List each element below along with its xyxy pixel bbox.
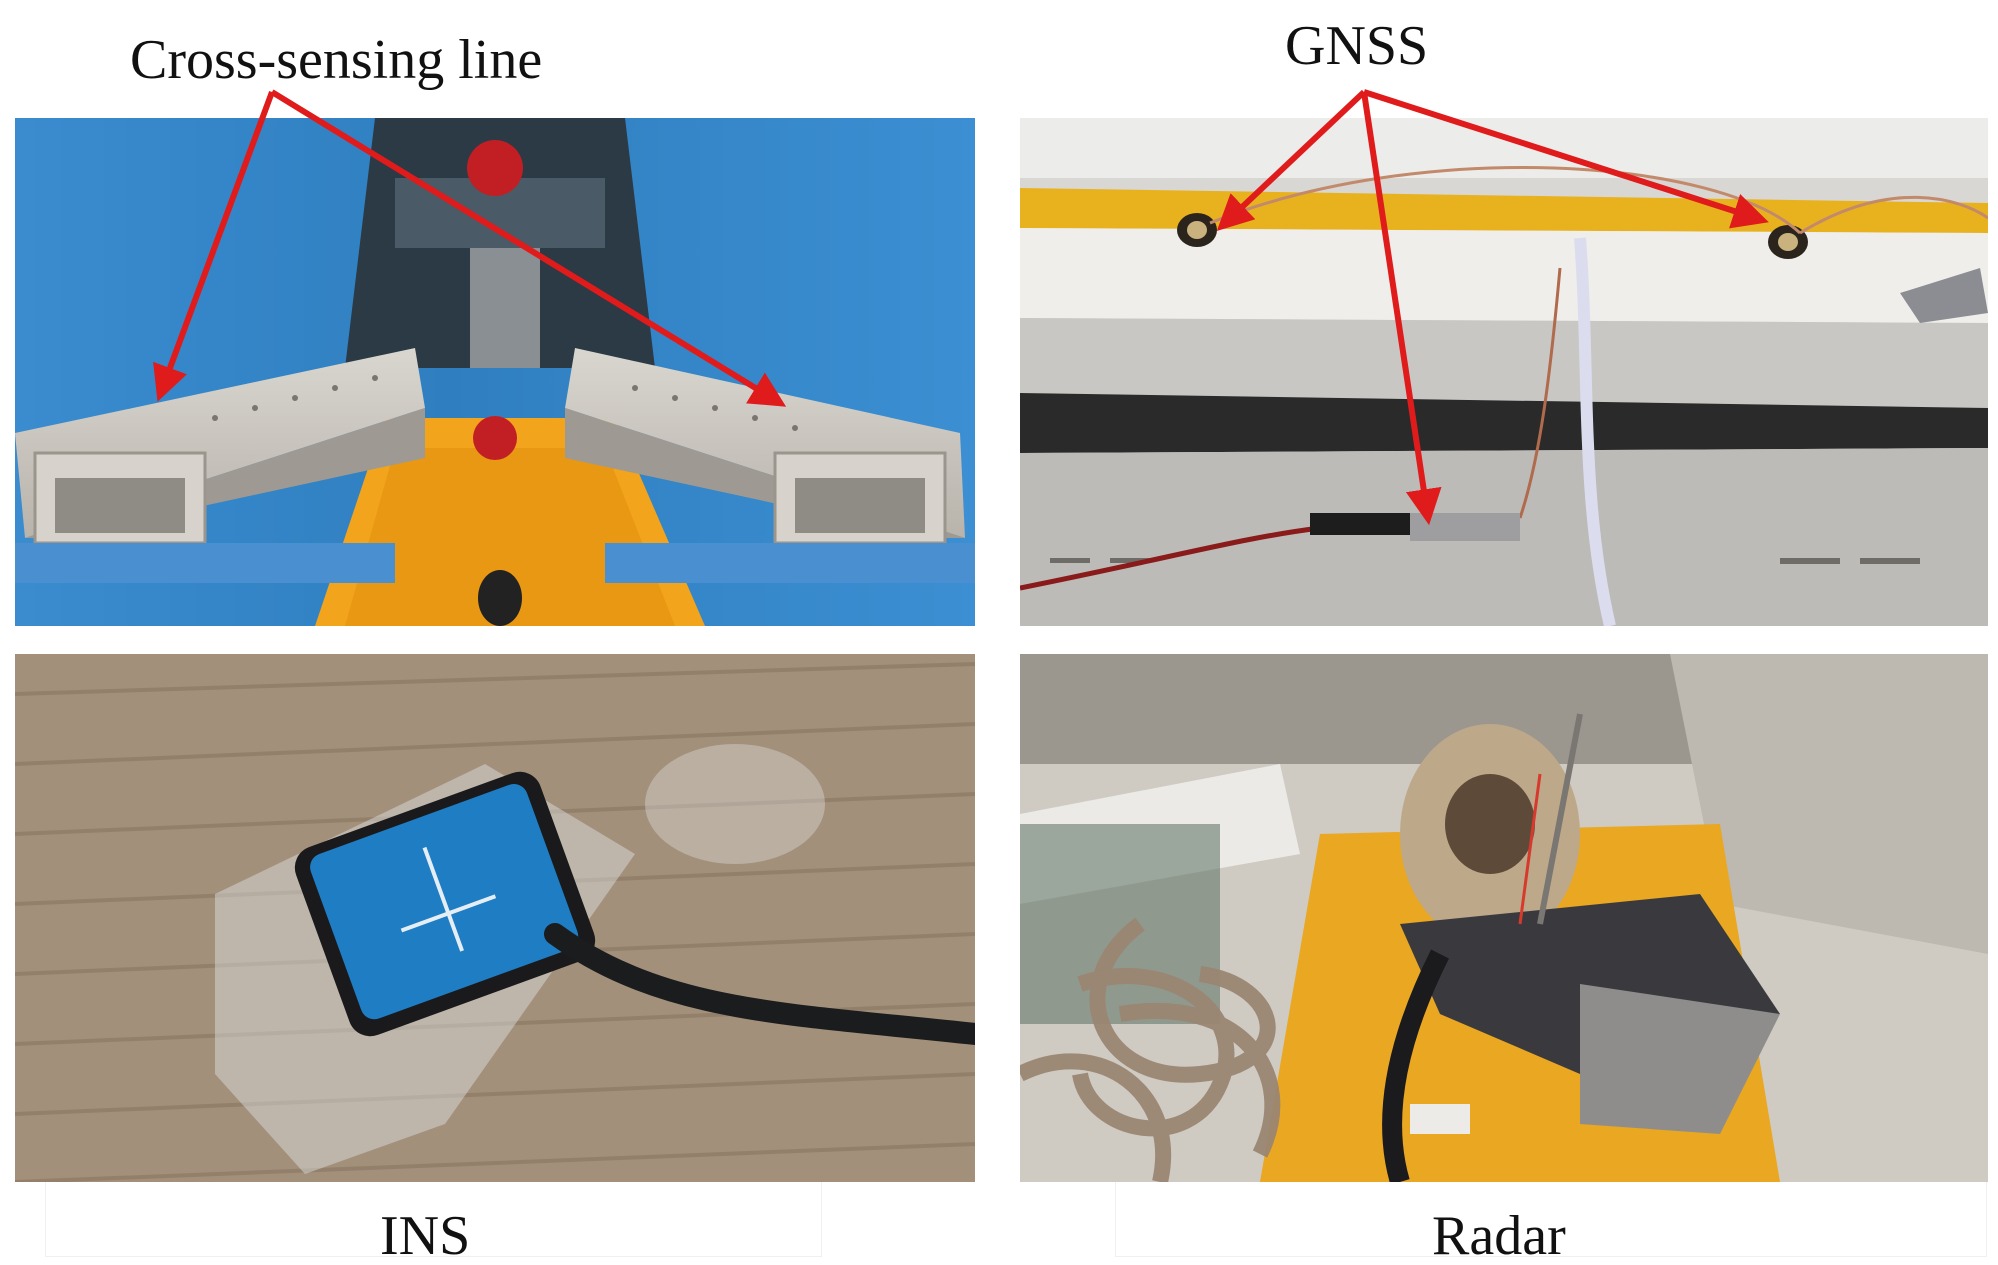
cross-sensing-illustration [15, 118, 975, 626]
photo-radar [1020, 654, 1988, 1182]
label-ins: INS [380, 1205, 471, 1265]
photo-cross-sensing-line [15, 118, 975, 626]
label-cross-sensing-line: Cross-sensing line [130, 29, 543, 91]
radar-illustration [1020, 654, 1988, 1182]
photo-gnss [1020, 118, 1988, 626]
label-radar: Radar [1432, 1205, 1566, 1265]
label-gnss: GNSS [1285, 15, 1429, 77]
photo-ins [15, 654, 975, 1182]
gnss-illustration [1020, 118, 1988, 626]
ins-illustration [15, 654, 975, 1182]
